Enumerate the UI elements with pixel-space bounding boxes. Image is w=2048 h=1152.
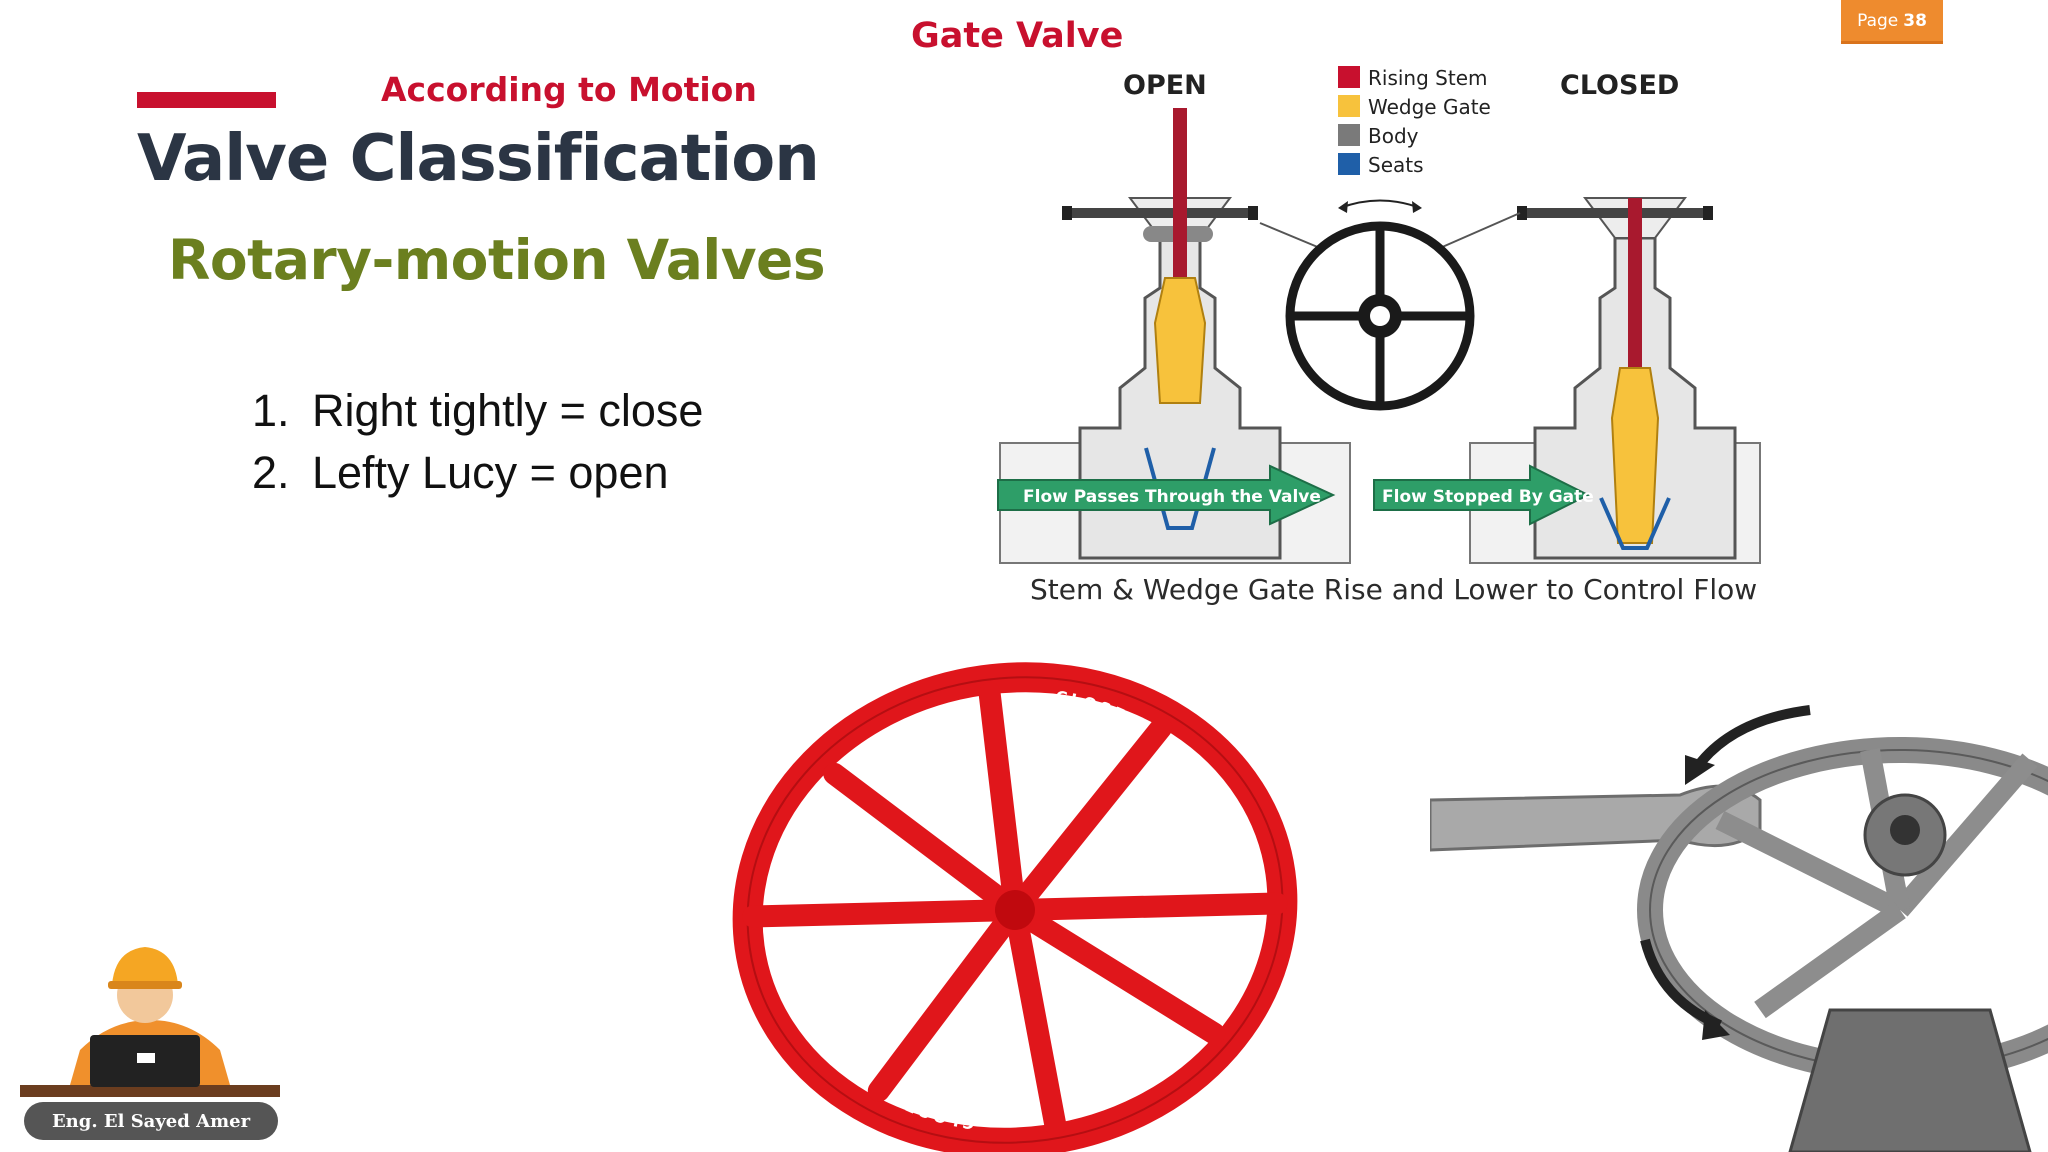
flow-arrow-closed: Flow Stopped By Gate — [1373, 464, 1594, 526]
page-number-badge: Page 38 — [1841, 0, 1943, 44]
list-text: Lefty Lucy = open — [312, 447, 669, 498]
slide-title: Valve Classification — [137, 122, 820, 196]
legend-label: Body — [1368, 124, 1419, 148]
list-item: 1. Right tightly = close — [252, 385, 703, 447]
diagram-title: Gate Valve — [911, 16, 1124, 56]
open-valve — [999, 108, 1351, 564]
author-name-tag: Eng. El Sayed Amer — [24, 1102, 278, 1140]
page-number: 38 — [1903, 10, 1927, 31]
closed-label: CLOSED — [1560, 70, 1679, 101]
list-number: 2. — [252, 447, 290, 498]
author-avatar — [20, 947, 280, 1097]
valve-wrench-photo — [1430, 705, 2048, 1152]
list-item: 2. Lefty Lucy = open — [252, 447, 703, 509]
legend-swatch-stem — [1338, 66, 1360, 88]
list-number: 1. — [252, 385, 290, 436]
section-heading: Rotary-motion Valves — [168, 228, 826, 292]
legend-swatch-seats — [1338, 153, 1360, 175]
legend-swatch-body — [1338, 124, 1360, 146]
flow-closed-text: Flow Stopped By Gate — [1382, 487, 1594, 507]
diagram-caption: Stem & Wedge Gate Rise and Lower to Cont… — [1030, 573, 1758, 606]
legend-label: Rising Stem — [1368, 66, 1487, 90]
list-text: Right tightly = close — [312, 385, 704, 436]
legend: Rising Stem Wedge Gate Body Seats — [1338, 66, 1491, 177]
slide-subtitle: According to Motion — [381, 70, 757, 109]
page-label: Page — [1857, 10, 1899, 31]
closed-valve — [1469, 197, 1761, 564]
legend-swatch-gate — [1338, 95, 1360, 117]
legend-label: Seats — [1368, 153, 1424, 177]
handwheel-icon — [1259, 199, 1521, 411]
rules-list: 1. Right tightly = close 2. Lefty Lucy =… — [252, 385, 703, 509]
flow-arrow-open: Flow Passes Through the Valve — [997, 464, 1336, 526]
legend-label: Wedge Gate — [1368, 95, 1491, 119]
open-label: OPEN — [1123, 70, 1207, 101]
gate-valve-diagram: OPEN CLOSED Rising Stem Wedge Gate Body … — [997, 66, 1761, 564]
accent-bar — [137, 92, 276, 108]
flow-open-text: Flow Passes Through the Valve — [1023, 487, 1321, 507]
red-handwheel-image: OPEN CLOSE OPEN CLOSE — [732, 662, 1298, 1152]
